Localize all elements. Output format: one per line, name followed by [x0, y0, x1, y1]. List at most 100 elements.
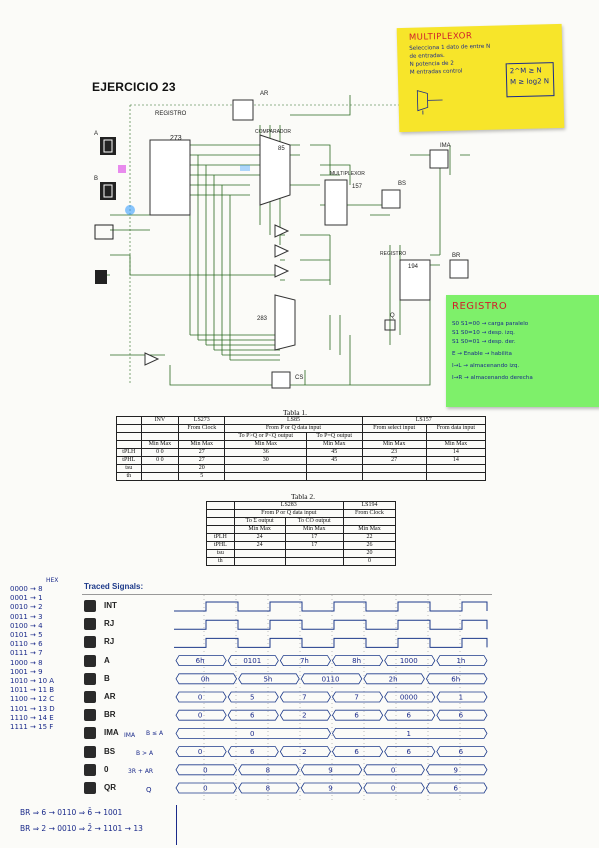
bus-segment: [238, 782, 300, 794]
bus-value: 0: [198, 694, 202, 702]
signal-waveform: [174, 601, 488, 612]
signal-icon[interactable]: [84, 600, 96, 612]
signal-icon[interactable]: [84, 782, 96, 794]
bus-segment: [227, 746, 279, 757]
bus-segment: [363, 764, 425, 776]
bus-segment: [175, 673, 238, 685]
bus-value: 7: [354, 694, 358, 702]
signal-name: A: [104, 655, 110, 665]
bus-segment: [175, 691, 227, 703]
bus-segment: [175, 746, 227, 757]
bus-segment: [384, 691, 436, 703]
bus-value: 6: [354, 712, 359, 720]
sticky-line: S1 S0=10 → desp. izq.: [452, 330, 515, 336]
bus-segment: [227, 709, 279, 721]
tabla1: INV LS273 LS85 LS157 From Clock From P o…: [116, 416, 487, 481]
list-item: 1110 → 14 E: [10, 713, 54, 722]
bus-segment: [425, 764, 488, 776]
label-273: 273: [170, 135, 182, 142]
side-label: Q: [146, 786, 152, 794]
list-item: 0101 → 5: [10, 631, 43, 640]
bus-value: 0101: [243, 657, 261, 665]
list-item: 1111 → 15 F: [10, 723, 54, 732]
signal-icon[interactable]: [84, 636, 96, 649]
bus-segment: [363, 673, 425, 685]
bus-value: 0: [391, 785, 395, 793]
signal-name: INT: [104, 601, 117, 610]
side-label: IMA: [124, 732, 136, 739]
bus-value: 0h: [201, 675, 210, 683]
signal-icon[interactable]: [84, 745, 96, 758]
bus-value: 0000: [400, 694, 418, 702]
bus-segment: [279, 691, 331, 703]
bus-segment: [175, 728, 331, 739]
brace: [176, 805, 177, 845]
signal-icon[interactable]: [84, 672, 96, 685]
signal-icon[interactable]: [84, 709, 96, 722]
signal-name: BS: [104, 746, 116, 756]
bus-value: 7h: [300, 657, 309, 665]
traced-signals-heading: Traced Signals:: [84, 582, 144, 591]
list-item: 1000 → 8: [10, 658, 43, 667]
signal-name: RJ: [104, 619, 115, 629]
bus-segment: [300, 764, 363, 776]
label-ar: AR: [260, 91, 269, 97]
bus-value: 0: [203, 766, 207, 774]
list-item: 0110 → 6: [10, 640, 43, 649]
bus-value: 6: [459, 712, 464, 720]
bus-segment: [175, 782, 238, 794]
bus-segment: [227, 691, 279, 703]
label-comparador: COMPARADOR: [255, 129, 291, 135]
signal-icon[interactable]: [84, 727, 96, 740]
bus-value: 6: [250, 748, 255, 756]
signal-icon[interactable]: [84, 763, 96, 776]
signal-name: IMA: [104, 728, 119, 738]
bus-value: 6: [407, 748, 412, 756]
bus-value: 8: [266, 766, 270, 774]
signal-icon[interactable]: [84, 618, 96, 631]
bus-value: 7: [302, 694, 306, 702]
bus-value: 0110: [322, 675, 340, 683]
signal-name: 0: [104, 764, 109, 774]
signal-icon[interactable]: [84, 654, 96, 667]
label-bs: BS: [398, 181, 406, 187]
bus-segment: [279, 655, 331, 666]
label-registro2: REGISTRO: [380, 251, 406, 257]
bus-value: 8h: [352, 657, 361, 665]
bus-segment: [363, 782, 425, 794]
bus-value: 0: [391, 766, 395, 774]
mux-sketch: [416, 90, 443, 115]
bus-segment: [332, 691, 384, 703]
bus-value: 0: [250, 730, 254, 738]
bus-value: 8: [266, 785, 270, 793]
bottom-notes: BR ⇒ 6 → 0110 ⇒ 6̄ → 1001 BR ⇒ 2 → 0010 …: [20, 805, 143, 837]
bus-segment: [279, 709, 331, 721]
bus-value: 1: [459, 694, 463, 702]
circuit-diagram: REGISTRO 273 AR COMPARADOR 85 MULTIPLEXO…: [94, 91, 470, 389]
label-cs: CS: [295, 375, 303, 381]
sticky-line: I→L → almacenando izq.: [452, 363, 520, 369]
signal-icon[interactable]: [84, 691, 96, 703]
note-line: BR ⇒ 2 → 0010 ⇒ 2̄ → 1101 → 13: [20, 824, 143, 833]
bus-segment: [425, 782, 488, 794]
label-br: BR: [452, 253, 461, 259]
tabla2-caption: Tabla 2.: [290, 492, 316, 501]
note-line: BR ⇒ 6 → 0110 ⇒ 6̄ → 1001: [20, 808, 123, 817]
signal-name: QR: [104, 783, 116, 792]
bus-segment: [175, 709, 227, 721]
bus-segment: [238, 764, 300, 776]
binary-list: 0000 → 8 0001 → 1 0010 → 2 0011 → 3 0100…: [10, 585, 55, 732]
bus-segment: [238, 673, 300, 685]
list-item: 0011 → 3: [10, 612, 43, 621]
signal-waveform: [174, 619, 488, 630]
list-item: 1101 → 13 D: [10, 704, 55, 713]
list-item: 0001 → 1: [10, 594, 43, 603]
bus-segment: [332, 728, 488, 739]
signal-name: BR: [104, 710, 116, 720]
label-283: 283: [257, 316, 268, 322]
bus-segment: [300, 782, 363, 794]
